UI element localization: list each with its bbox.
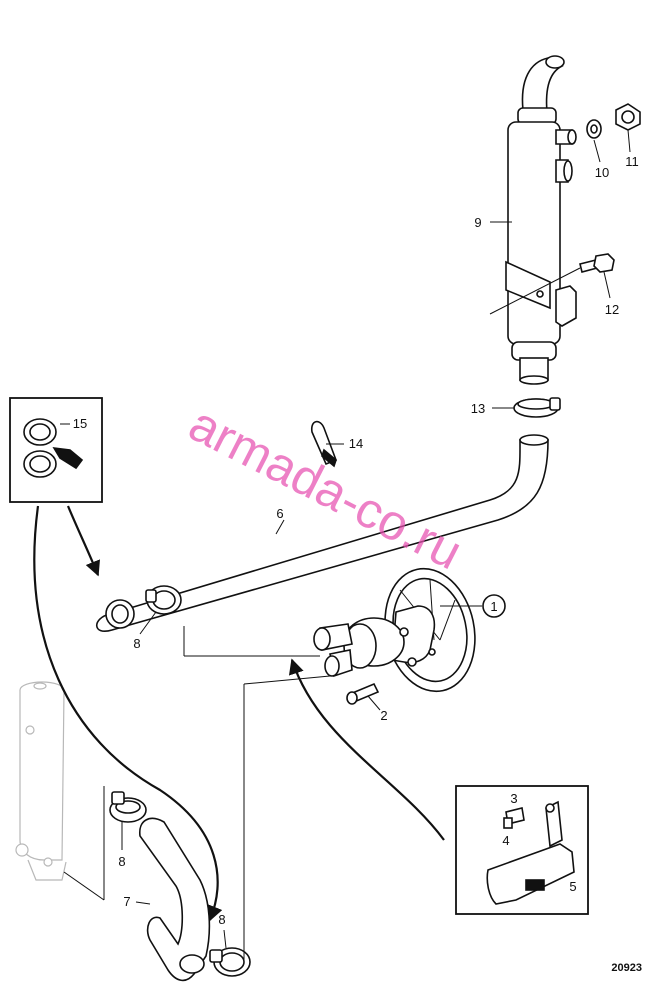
callout-10: 10 bbox=[595, 165, 609, 180]
callout-8-upper: 8 bbox=[133, 636, 140, 651]
callout-5: 5 bbox=[569, 879, 576, 894]
screw-part-2 bbox=[346, 682, 380, 705]
inset-box-part-15 bbox=[9, 397, 103, 503]
reference-component-outline bbox=[15, 681, 67, 881]
callout-8-lower: 8 bbox=[218, 912, 225, 927]
inset-box-bracket bbox=[455, 785, 589, 915]
leader-lines bbox=[63, 129, 631, 964]
callout-8-middle: 8 bbox=[118, 854, 125, 869]
sea-water-pump-part-1 bbox=[313, 567, 476, 693]
callout-11: 11 bbox=[625, 154, 639, 169]
hose-clamp-part-8-lower bbox=[209, 947, 251, 977]
callout-3: 3 bbox=[510, 791, 517, 806]
callout-13: 13 bbox=[471, 401, 485, 416]
callout-7: 7 bbox=[123, 894, 130, 909]
hose-clamp-part-8-middle bbox=[109, 791, 147, 823]
hose-clamp-part-8-upper bbox=[145, 585, 182, 615]
clip-part-14 bbox=[310, 420, 338, 468]
callout-circle-1 bbox=[482, 594, 506, 618]
callout-14: 14 bbox=[349, 436, 363, 451]
bolt-part-12 bbox=[579, 253, 615, 273]
callout-6: 6 bbox=[276, 506, 283, 521]
callout-4: 4 bbox=[502, 833, 509, 848]
union-nut-part-11 bbox=[615, 103, 641, 131]
callout-15: 15 bbox=[73, 416, 87, 431]
drawing-number: 20923 bbox=[611, 962, 642, 974]
hose-clamp-part-13 bbox=[513, 397, 561, 418]
callout-12: 12 bbox=[605, 302, 619, 317]
callout-1: 1 bbox=[490, 599, 497, 614]
callout-9: 9 bbox=[474, 215, 481, 230]
washer-part-10 bbox=[586, 119, 602, 139]
cooler-assembly bbox=[505, 55, 577, 385]
callout-labels: 1 2 3 4 5 6 7 8 8 8 9 10 11 12 13 14 15 bbox=[73, 154, 639, 927]
hose-part-7 bbox=[139, 817, 211, 982]
flow-arrows bbox=[33, 505, 445, 922]
callout-2: 2 bbox=[380, 708, 387, 723]
hose-part-6 bbox=[95, 434, 549, 632]
